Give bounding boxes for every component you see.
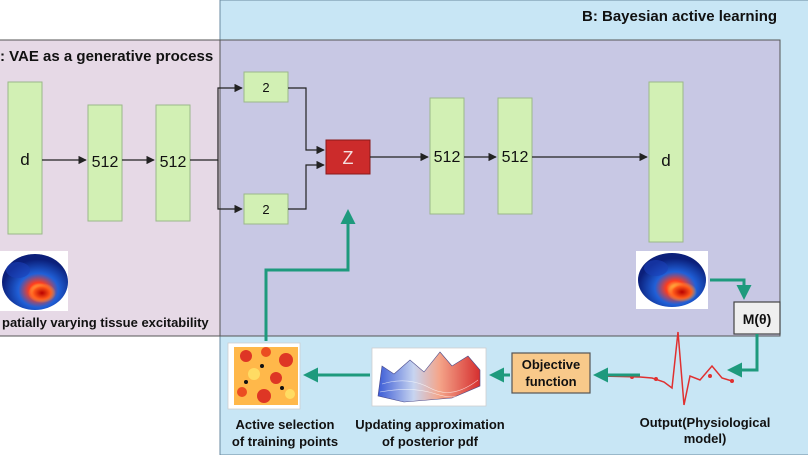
decoder-output-label: d (661, 151, 670, 170)
panel-b-title: B: Bayesian active learning (582, 8, 777, 25)
objective-function-box (511, 352, 591, 394)
output-caption-line2: model) (684, 431, 727, 446)
heart-map-right-image (636, 251, 708, 309)
active-selection-heatmap (227, 342, 301, 410)
update-caption-line1: Updating approximation (355, 417, 505, 432)
model-box (733, 301, 781, 335)
latent-z-node (325, 139, 371, 175)
select-caption-line2: of training points (232, 434, 338, 449)
output-caption-line1: Output(Physiological (640, 415, 771, 430)
update-caption-line2: of posterior pdf (382, 434, 479, 449)
encoder-input-label: d (20, 150, 29, 169)
decoder-layer-1-label: 512 (434, 149, 461, 166)
decoder-output-layer (648, 81, 684, 243)
select-caption-line1: Active selection (236, 417, 335, 432)
objective-function-line2: function (525, 374, 576, 389)
network-arrows (42, 83, 648, 214)
decoder-layer-1 (429, 97, 465, 215)
encoder-mu-node (243, 71, 289, 103)
objective-function-line1: Objective (522, 357, 581, 372)
decoder-layer-2-label: 512 (502, 149, 529, 166)
latent-z-label: Z (343, 148, 354, 168)
posterior-surface-plot (371, 347, 487, 407)
encoder-layer-1-label: 512 (92, 154, 119, 171)
panel-a-title: : VAE as a generative process (0, 48, 213, 65)
panel-a-caption: patially varying tissue excitability (2, 315, 209, 330)
model-label: M(θ) (743, 311, 772, 327)
encoder-layer-2-label: 512 (160, 154, 187, 171)
encoder-layer-1 (87, 104, 123, 222)
active-learning-flow-arrows (264, 209, 759, 383)
encoder-layer-2 (155, 104, 191, 222)
decoder-layer-2 (497, 97, 533, 215)
heart-map-left-image (0, 251, 68, 311)
encoder-input-layer (7, 81, 43, 235)
encoder-mu-label: 2 (262, 80, 269, 95)
encoder-sigma-label: 2 (262, 202, 269, 217)
